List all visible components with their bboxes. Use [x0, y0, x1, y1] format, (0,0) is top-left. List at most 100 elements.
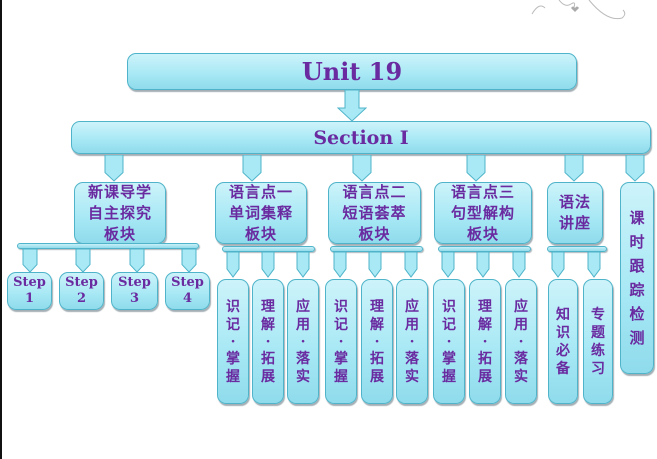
subtopic-char: 应: [296, 298, 310, 315]
subtopic-char: 掌: [226, 350, 240, 367]
connector-bar: [547, 246, 607, 252]
connector-arrow-icon: [587, 252, 601, 278]
category-line: 板块: [358, 224, 391, 243]
subtopic-box: 应用·落实: [396, 279, 428, 404]
subtopic-box: 识记·掌握: [217, 279, 249, 404]
category-box-practice: 课时跟踪检测: [620, 182, 654, 374]
subtopic-char: 实: [514, 368, 528, 385]
subtopic-char: 备: [556, 360, 570, 377]
subtopic-char: 识: [556, 324, 570, 341]
category-line: 板块: [103, 224, 136, 243]
category-line: 板块: [244, 224, 277, 243]
subtopic-char: 识: [334, 298, 348, 315]
subtopic-char: 落: [514, 350, 528, 367]
subtopic-char: 专: [591, 306, 605, 323]
practice-char: 测: [629, 329, 645, 347]
category-line: 板块: [466, 224, 499, 243]
connector-arrow-icon: [129, 249, 145, 273]
practice-char: 课: [629, 209, 645, 227]
connector-arrow-icon: [242, 155, 262, 182]
subtopic-char: 掌: [442, 350, 456, 367]
subtopic-char: 理: [261, 298, 275, 315]
slide-left-border: [0, 0, 2, 459]
connector-arrow-icon: [181, 249, 197, 273]
practice-char: 时: [629, 233, 645, 251]
subtopic-char: 落: [405, 350, 419, 367]
down-arrow-icon: [337, 90, 367, 122]
subtopic-char: 实: [296, 368, 310, 385]
subtopic-char: 实: [405, 368, 419, 385]
subtopic-char: 理: [370, 298, 384, 315]
unit-title-box: Unit 19: [127, 53, 577, 90]
connector-arrow-icon: [466, 155, 486, 182]
subtopic-char: 展: [478, 368, 492, 385]
connector-arrow-icon: [333, 252, 347, 278]
subtopic-char: ·: [338, 333, 344, 350]
subtopic-char: 解: [478, 316, 492, 333]
subtopic-char: ·: [374, 333, 380, 350]
category-line: 语法: [558, 193, 591, 211]
subtopic-char: 落: [296, 350, 310, 367]
category-line: 语言点一: [228, 182, 293, 201]
category-line: 语言点三: [450, 182, 515, 201]
subtopic-box: 理解·拓展: [361, 279, 393, 404]
step-number: 4: [182, 291, 193, 306]
subtopic-char: ·: [482, 333, 488, 350]
practice-char: 检: [629, 305, 645, 323]
connector-arrow-icon: [226, 252, 240, 278]
subtopic-box: 知识必备: [548, 279, 578, 404]
step-box: Step 3: [111, 272, 158, 310]
subtopic-char: 掌: [334, 350, 348, 367]
subtopic-char: 解: [261, 316, 275, 333]
subtopic-char: 应: [514, 298, 528, 315]
step-number: 1: [24, 291, 35, 306]
category-line: 单词集释: [228, 203, 293, 222]
step-label: Step: [65, 275, 98, 290]
subtopic-box: 识记·掌握: [433, 279, 465, 404]
category-line: 短语荟萃: [342, 203, 407, 222]
subtopic-char: 解: [370, 316, 384, 333]
subtopic-char: 拓: [261, 350, 275, 367]
subtopic-char: ·: [518, 333, 524, 350]
subtopic-char: 理: [478, 298, 492, 315]
subtopic-char: 用: [514, 316, 528, 333]
subtopic-char: 习: [591, 360, 605, 377]
subtopic-char: 题: [591, 324, 605, 341]
subtopic-char: ·: [230, 333, 236, 350]
step-label: Step: [171, 275, 204, 290]
subtopic-char: ·: [409, 333, 415, 350]
subtopic-char: 用: [405, 316, 419, 333]
connector-arrow-icon: [22, 249, 38, 273]
connector-arrow-icon: [625, 155, 645, 182]
section-box: Section I: [71, 121, 651, 154]
unit-title: Unit 19: [301, 57, 403, 86]
step-box: Step 1: [7, 272, 52, 310]
category-line: 语言点二: [342, 182, 407, 201]
subtopic-box: 理解·拓展: [469, 279, 501, 404]
subtopic-char: 知: [556, 306, 570, 323]
subtopic-char: ·: [265, 333, 271, 350]
connector-arrow-icon: [104, 155, 124, 182]
decorative-swirl-icon: [531, 0, 626, 20]
connector-arrow-icon: [75, 249, 91, 273]
category-box-words: 语言点一 单词集释 板块: [215, 182, 307, 244]
step-label: Step: [13, 275, 46, 290]
subtopic-char: 展: [261, 368, 275, 385]
practice-char: 踪: [629, 281, 645, 299]
category-box-phrases: 语言点二 短语荟萃 板块: [328, 182, 421, 244]
category-box-intro: 新课导学 自主探究 板块: [74, 182, 166, 244]
subtopic-char: 用: [296, 316, 310, 333]
connector-arrow-icon: [476, 252, 490, 278]
step-number: 3: [129, 291, 140, 306]
step-box: Step 4: [165, 272, 210, 310]
subtopic-box: 理解·拓展: [252, 279, 284, 404]
subtopic-box: 专题练习: [583, 279, 613, 404]
step-number: 2: [76, 291, 87, 306]
subtopic-char: 拓: [478, 350, 492, 367]
connector-arrow-icon: [261, 252, 275, 278]
category-line: 新课导学: [87, 182, 152, 201]
category-box-sentences: 语言点三 句型解构 板块: [434, 182, 532, 244]
category-line: 自主探究: [87, 203, 152, 222]
subtopic-char: 记: [334, 316, 348, 333]
connector-arrow-icon: [404, 252, 418, 278]
